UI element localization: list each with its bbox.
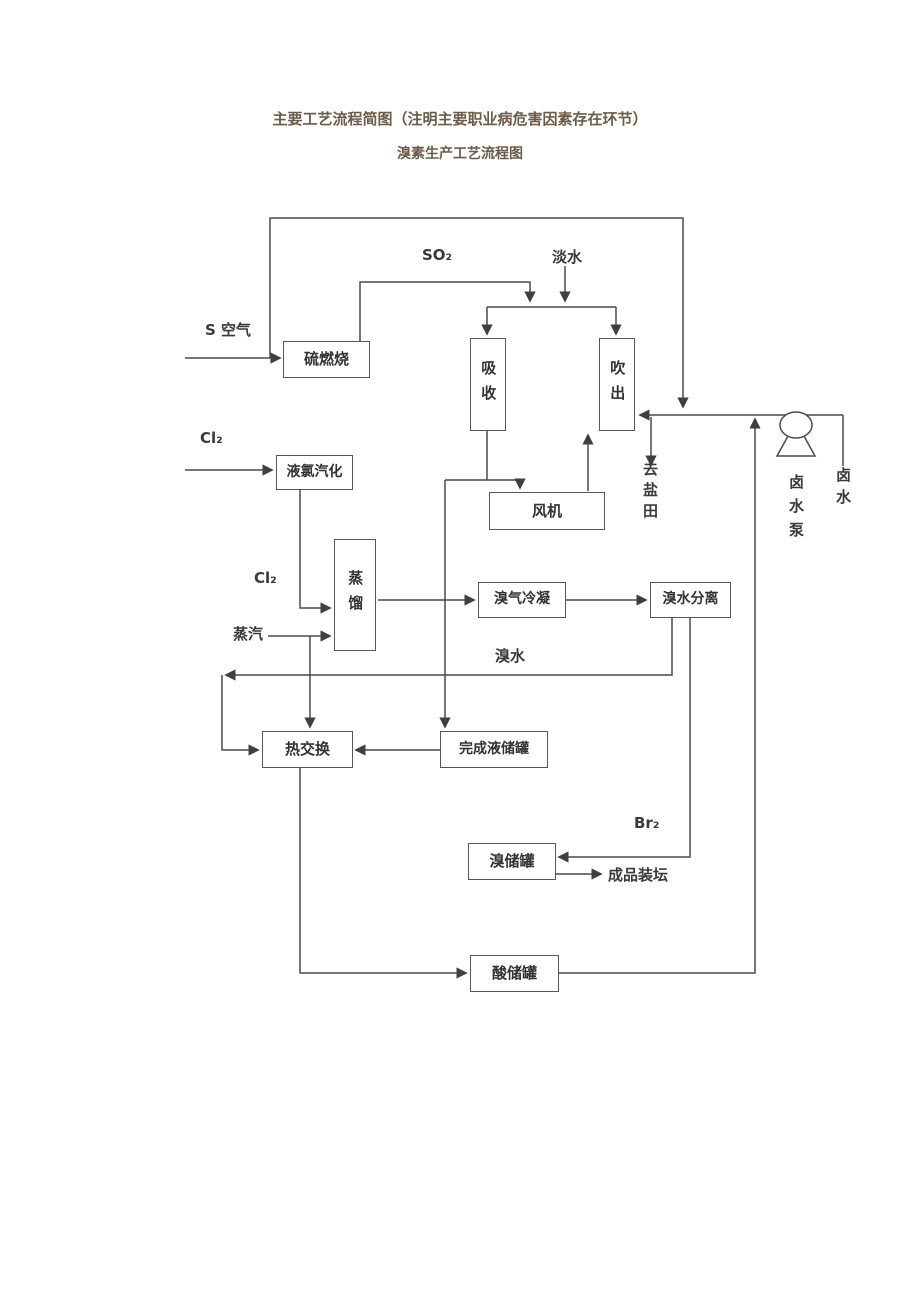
label-br2: Br₂ — [634, 814, 660, 832]
line-air-top-loop — [269, 217, 689, 409]
node-liquid-chlorine-vaporization: 液氯汽化 — [276, 455, 353, 490]
node-fan: 风机 — [489, 492, 605, 530]
label-cl2-mid: Cl₂ — [254, 569, 277, 587]
node-distillation: 蒸馏 — [334, 539, 376, 651]
label-cl2-top: Cl₂ — [200, 429, 223, 447]
line-br2-to-bromine-tank — [557, 618, 691, 863]
node-sulfur-burning: 硫燃烧 — [283, 341, 370, 378]
label-to-salt-field: 去盐田 — [641, 461, 659, 524]
line-so2 — [359, 281, 536, 341]
node-bromine-tank: 溴储罐 — [468, 843, 556, 880]
line-into-heat-exchange-left — [221, 675, 260, 756]
node-heat-exchange: 热交换 — [262, 731, 353, 768]
label-fresh-water: 淡水 — [552, 248, 583, 266]
label-brine-pump: 卤水泵 — [787, 474, 805, 546]
line-acid-recycle — [559, 417, 761, 974]
line-bromine-water-return — [224, 618, 673, 681]
label-so2: SO₂ — [422, 246, 453, 264]
node-blow-out: 吹出 — [599, 338, 635, 431]
node-finished-liquid-tank: 完成液储罐 — [440, 731, 548, 768]
page-title: 主要工艺流程简图（注明主要职业病危害因素存在环节） — [272, 110, 648, 128]
label-product-packing: 成品装坛 — [608, 866, 669, 884]
line-into-acid-tank — [299, 768, 468, 979]
label-bromine-water: 溴水 — [495, 647, 526, 665]
pump-symbol — [775, 411, 817, 457]
diagram-title: 溴素生产工艺流程图 — [397, 146, 523, 162]
node-absorption: 吸收 — [470, 338, 506, 431]
node-bromine-water-separation: 溴水分离 — [650, 582, 731, 618]
line-cl2-to-distillation — [299, 490, 332, 614]
node-bromine-gas-condensation: 溴气冷凝 — [478, 582, 566, 618]
node-acid-tank: 酸储罐 — [470, 955, 559, 992]
label-s-air: S 空气 — [205, 321, 252, 339]
label-steam: 蒸汽 — [233, 625, 264, 643]
label-brine: 卤水 — [834, 467, 852, 511]
